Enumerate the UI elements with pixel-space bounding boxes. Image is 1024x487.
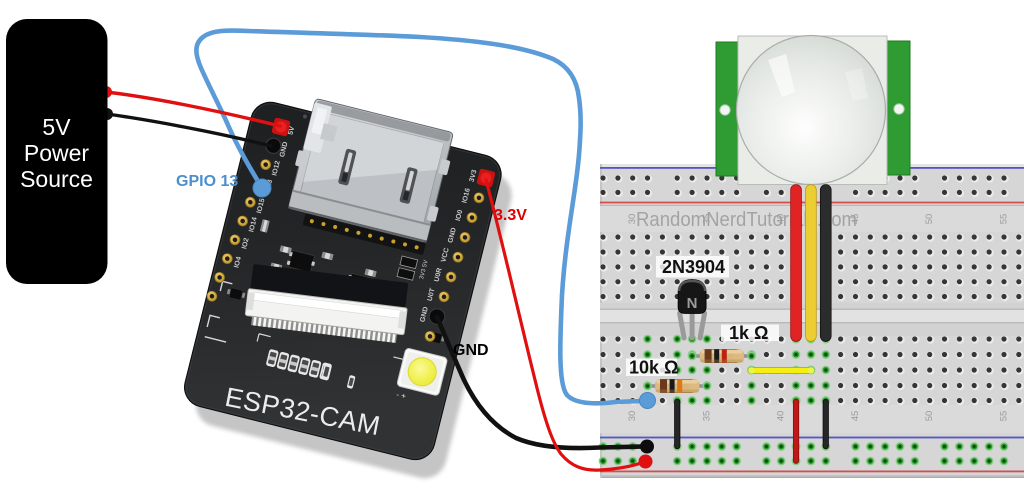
svg-text:35: 35 <box>702 411 713 422</box>
svg-text:IO12: IO12 <box>271 160 281 177</box>
svg-text:55: 55 <box>999 214 1010 225</box>
svg-text:45: 45 <box>850 214 861 225</box>
svg-text:GND: GND <box>279 141 290 158</box>
svg-text:GND: GND <box>453 342 489 359</box>
svg-text:40: 40 <box>776 214 787 225</box>
svg-text:30: 30 <box>627 214 638 225</box>
svg-text:Source: Source <box>20 166 93 192</box>
svg-text:U0R: U0R <box>434 267 444 282</box>
svg-text:VCC: VCC <box>440 247 450 263</box>
svg-text:IO14: IO14 <box>248 216 258 233</box>
svg-text:5V: 5V <box>288 125 297 135</box>
svg-text:GND: GND <box>447 227 458 244</box>
svg-text:55: 55 <box>999 411 1010 422</box>
svg-text:GPIO 13: GPIO 13 <box>176 173 238 190</box>
svg-text:45: 45 <box>850 411 861 422</box>
svg-text:30: 30 <box>627 411 638 422</box>
svg-text:35: 35 <box>702 214 713 225</box>
svg-text:40: 40 <box>776 411 787 422</box>
svg-text:3V3 5V: 3V3 5V <box>419 260 430 281</box>
svg-text:3V3: 3V3 <box>469 169 479 183</box>
svg-text:5V: 5V <box>42 114 71 140</box>
svg-text:IO15: IO15 <box>256 198 266 215</box>
svg-text:1k Ω: 1k Ω <box>729 323 768 343</box>
svg-text:IO16: IO16 <box>461 187 471 204</box>
svg-text:N: N <box>687 295 698 312</box>
svg-text:GND: GND <box>419 306 430 323</box>
svg-text:IO2: IO2 <box>241 237 251 250</box>
svg-text:3.3V: 3.3V <box>494 207 527 224</box>
svg-text:U0T: U0T <box>427 287 437 302</box>
svg-text:2N3904: 2N3904 <box>662 257 725 277</box>
svg-text:50: 50 <box>924 214 935 225</box>
svg-text:Power: Power <box>24 140 90 166</box>
svg-text:IO0: IO0 <box>455 209 465 222</box>
svg-text:IO4: IO4 <box>233 256 243 269</box>
svg-text:50: 50 <box>924 411 935 422</box>
svg-text:- +: - + <box>395 390 407 401</box>
svg-text:10k Ω: 10k Ω <box>629 358 678 378</box>
